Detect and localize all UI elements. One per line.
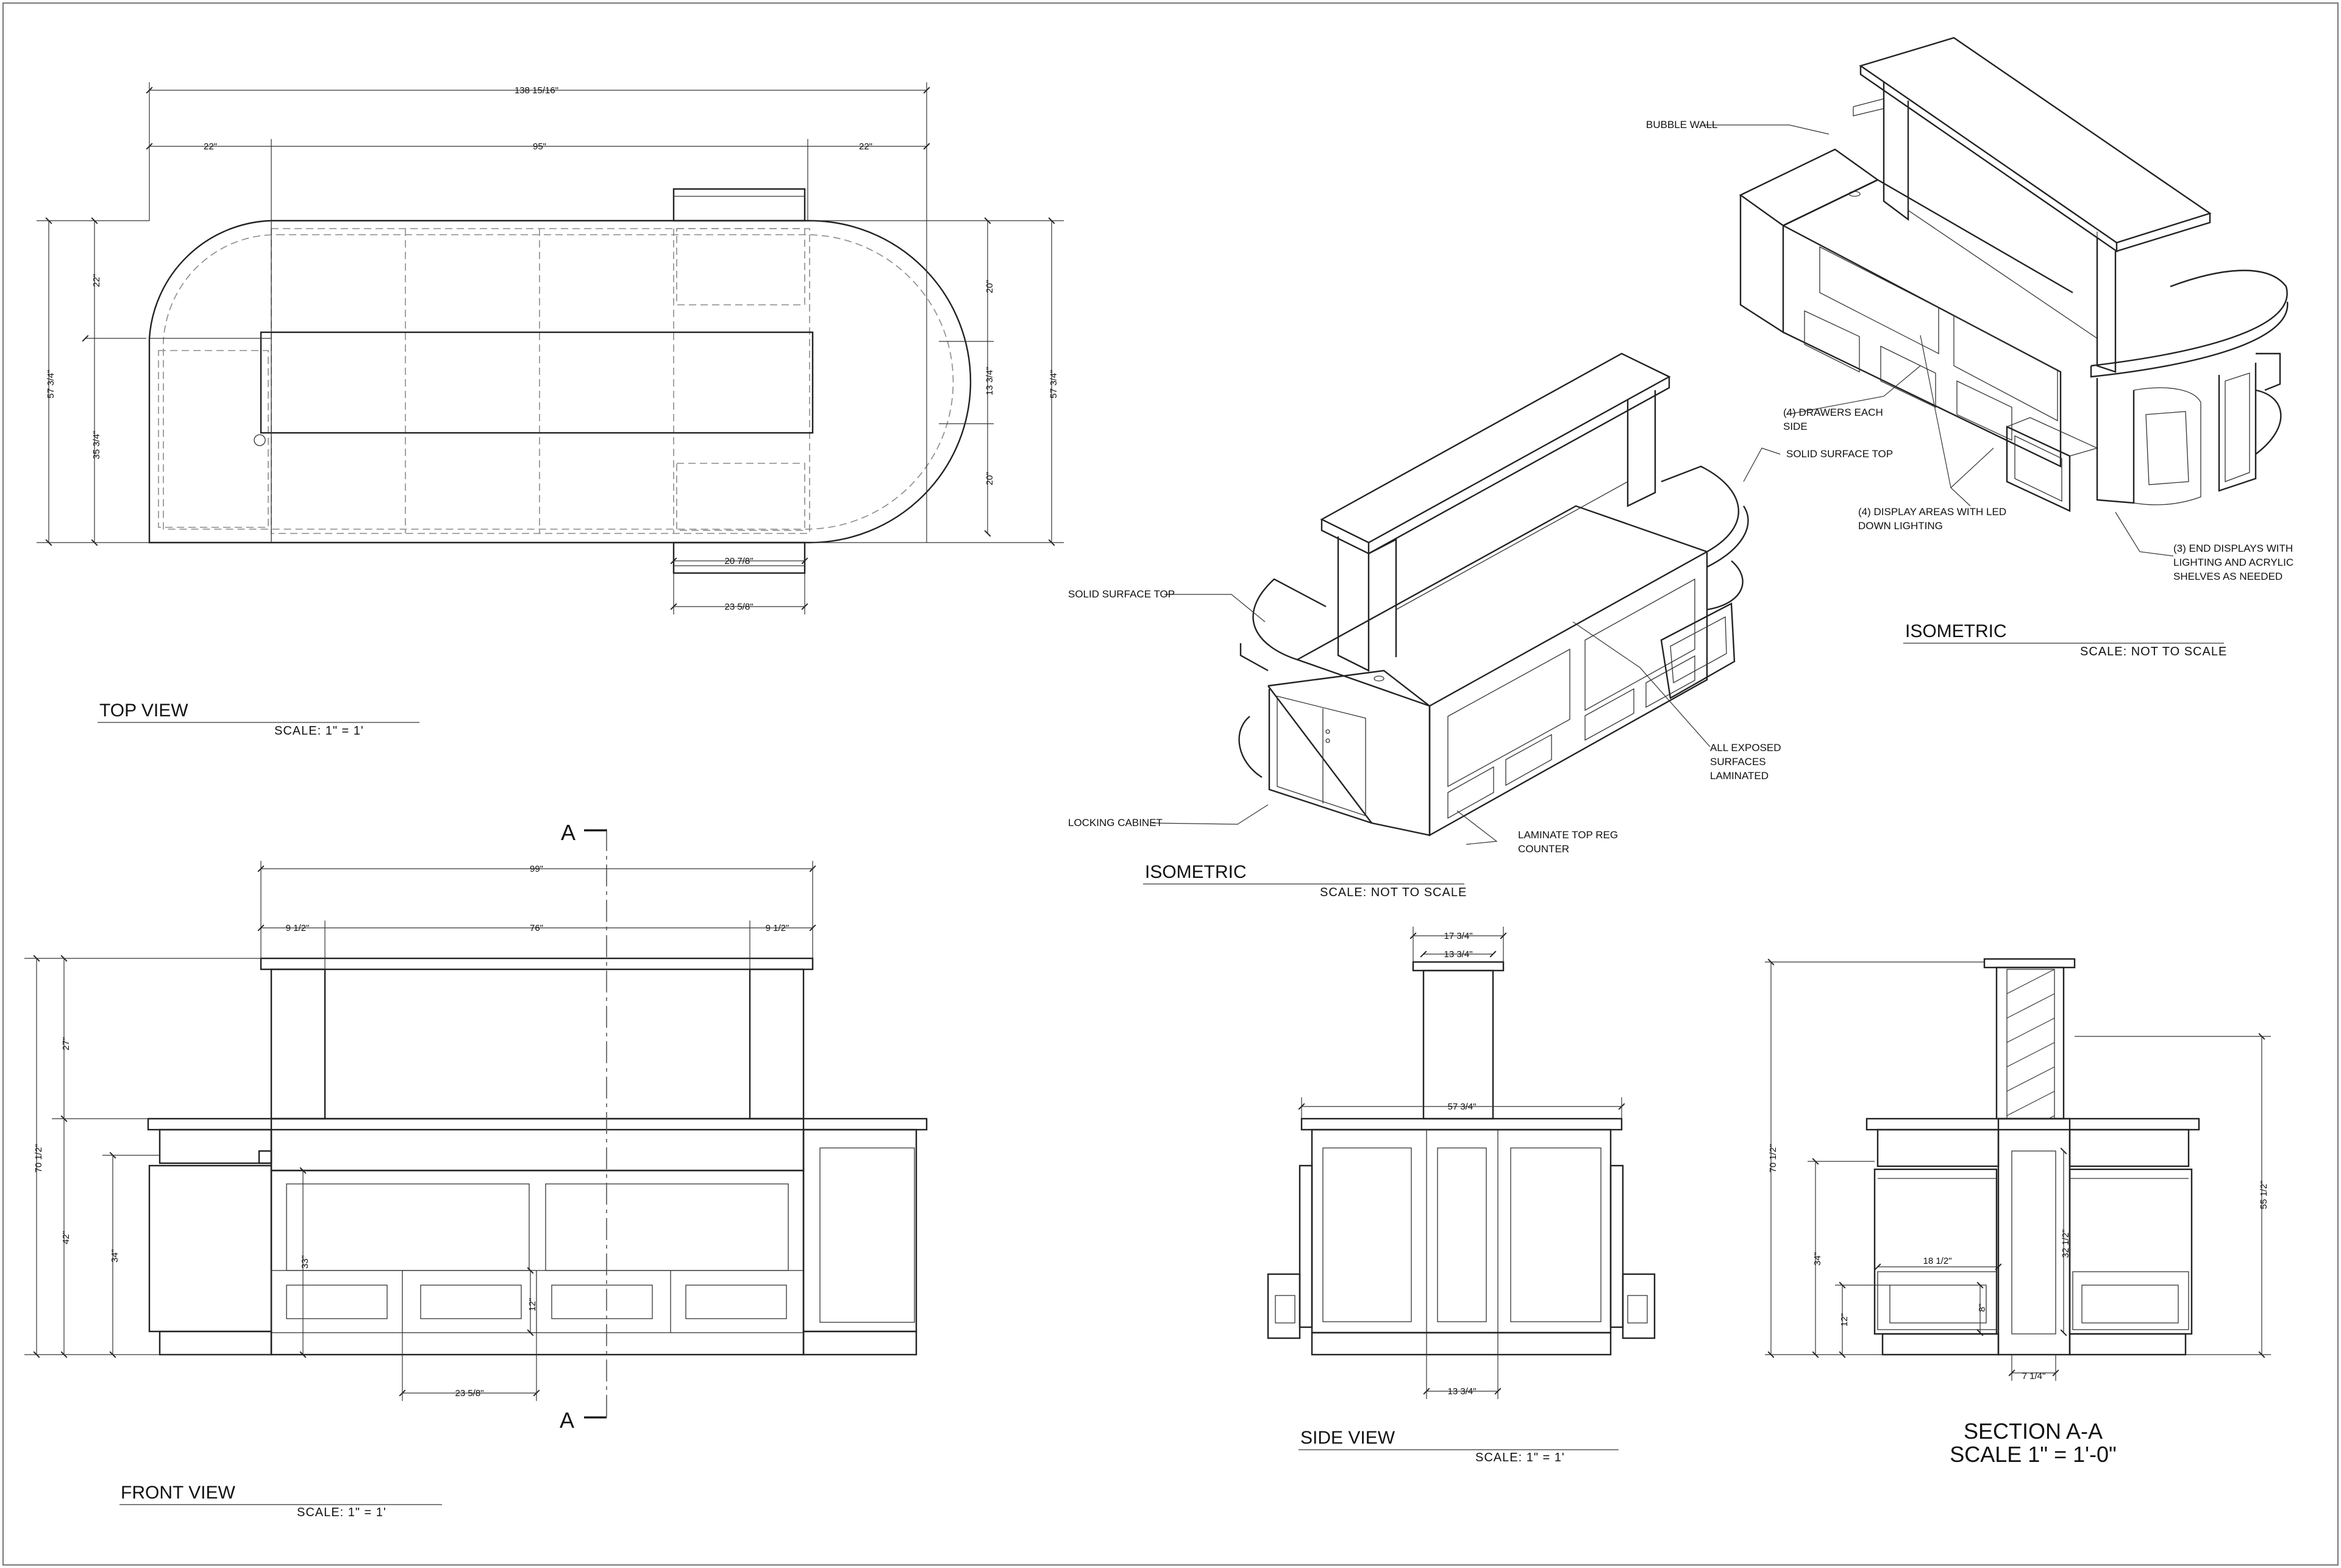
dim-top-mid: 95": [533, 141, 546, 152]
section-mark-top: A: [561, 820, 575, 845]
note-display-2: DOWN LIGHTING: [1858, 520, 1943, 532]
front-view-scale: SCALE: 1" = 1': [297, 1506, 387, 1519]
dim-front-drawer-w: 23 5/8": [455, 1388, 483, 1399]
note-end-display-3: SHELVES AS NEEDED: [2173, 571, 2282, 582]
note-end-display-2: LIGHTING AND ACRYLIC: [2173, 557, 2293, 568]
iso-left-title: ISOMETRIC: [1145, 862, 1247, 882]
top-view: 138 15/16" 22" 95" 22" 57 3/4" 22" 35 3/…: [37, 82, 1064, 738]
dim-front-counter: 34": [110, 1249, 120, 1263]
note-bubble: BUBBLE WALL: [1646, 119, 1717, 130]
dim-side-top-out: 17 3/4": [1444, 931, 1472, 941]
dim-front-opening: 33": [300, 1255, 310, 1269]
section-mark-bottom: A: [560, 1408, 574, 1433]
top-view-scale: SCALE: 1" = 1': [274, 724, 364, 738]
dim-section-drawer: 12": [1839, 1313, 1850, 1327]
dim-top-r-b: 13 3/4": [985, 366, 995, 395]
note-laminate-2: COUNTER: [1518, 843, 1569, 855]
top-view-title: TOP VIEW: [99, 700, 188, 721]
dim-front-total-h: 70 1/2": [34, 1144, 44, 1172]
dim-side-top-in: 13 3/4": [1444, 949, 1472, 960]
note-display-1: (4) DISPLAY AREAS WITH LED: [1858, 506, 2006, 518]
isometric-center: SOLID SURFACE TOP LOCKING CABINET LAMINA…: [1068, 352, 1781, 899]
dim-section-sub: 8": [1977, 1303, 1987, 1312]
dim-top-overall: 138 15/16": [515, 85, 558, 96]
side-view: 17 3/4" 13 3/4" 57 3/4" 13 3/4" SIDE VIE…: [1267, 927, 1656, 1464]
dim-front-left: 9 1/2": [286, 923, 310, 933]
dim-top-height: 57 3/4": [46, 369, 56, 398]
dim-section-depth: 18 1/2": [1923, 1256, 1951, 1266]
dim-front-lower: 42": [61, 1231, 71, 1244]
dim-front-upper: 27": [61, 1037, 71, 1050]
dim-top-r-c: 20": [985, 472, 995, 485]
dim-top-r-a: 20": [985, 280, 995, 293]
dim-front-drawer: 12": [527, 1298, 538, 1311]
dim-top-h-low: 35 3/4": [91, 430, 102, 459]
note-drawers-2: SIDE: [1783, 421, 1808, 432]
note-exposed-2: SURFACES: [1710, 756, 1766, 768]
dim-section-total-h: 70 1/2": [1768, 1144, 1778, 1172]
note-end-display-1: (3) END DISPLAYS WITH: [2173, 543, 2293, 554]
dim-section-upper: 55 1/2": [2259, 1180, 2269, 1209]
note-solid-top-right: SOLID SURFACE TOP: [1786, 448, 1893, 460]
side-view-title: SIDE VIEW: [1300, 1428, 1395, 1448]
note-laminate-1: LAMINATE TOP REG: [1518, 829, 1618, 841]
note-exposed-3: LAMINATED: [1710, 770, 1769, 782]
section-view: 70 1/2" 34" 12" 18 1/2" 8" 32 1/2" 55 1/…: [1765, 958, 2271, 1467]
dim-side-base: 13 3/4": [1447, 1386, 1476, 1397]
side-view-scale: SCALE: 1" = 1': [1475, 1451, 1565, 1464]
front-view: A A 99" 9 1/2" 76" 9 1/2" 70 1/2": [24, 820, 928, 1519]
dim-top-step-in: 20 7/8": [724, 556, 753, 566]
front-view-title: FRONT VIEW: [121, 1483, 235, 1503]
note-drawers-1: (4) DRAWERS EACH: [1783, 407, 1883, 418]
note-solid-top-left: SOLID SURFACE TOP: [1068, 588, 1175, 600]
note-locking: LOCKING CABINET: [1068, 817, 1163, 829]
dim-section-post: 7 1/4": [2022, 1371, 2046, 1381]
dim-top-r-total: 57 3/4": [1049, 369, 1059, 398]
dim-top-h-top: 22": [91, 274, 102, 287]
note-exposed-1: ALL EXPOSED: [1710, 742, 1781, 754]
iso-right-scale: SCALE: NOT TO SCALE: [2080, 645, 2227, 658]
dim-top-right: 22": [859, 141, 872, 152]
section-title: SECTION A-A: [1964, 1419, 2103, 1444]
dim-side-width: 57 3/4": [1447, 1102, 1476, 1112]
dim-section-inner: 32 1/2": [2061, 1229, 2071, 1258]
dim-section-counter: 34": [1812, 1252, 1823, 1266]
dim-front-overall: 99": [530, 864, 543, 874]
iso-left-scale: SCALE: NOT TO SCALE: [1320, 886, 1467, 899]
dim-top-left: 22": [204, 141, 217, 152]
dim-front-mid: 76": [530, 923, 543, 933]
iso-right-title: ISOMETRIC: [1905, 621, 2007, 641]
dim-front-right: 9 1/2": [766, 923, 789, 933]
dim-top-step-out: 23 5/8": [724, 602, 753, 612]
isometric-right: BUBBLE WALL (4) DRAWERS EACH SIDE SOLID …: [1646, 37, 2293, 658]
section-scale: SCALE 1" = 1'-0": [1950, 1442, 2117, 1467]
